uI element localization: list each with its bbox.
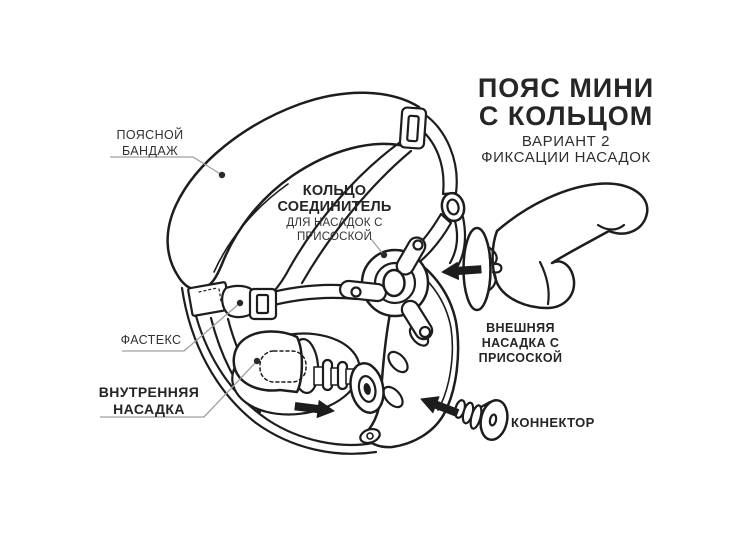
subtitle-line-1: ВАРИАНТ 2: [521, 132, 611, 150]
slider-buckle-icon: [398, 106, 428, 150]
label-connector: КОННЕКТОР: [511, 415, 595, 430]
label-belt-bandage: ПОЯСНОЙ БАНДАЖ: [116, 128, 184, 158]
subtitle-line-2: ФИКСАЦИИ НАСАДОК: [481, 149, 651, 167]
grommet-icon: [359, 427, 381, 445]
label-ring-connector-title: КОЛЬЦО СОЕДИНИТЕЛЬ: [277, 183, 392, 215]
direction-arrows: [294, 261, 482, 418]
arrow-right-insert-internal: [294, 400, 335, 418]
leader-lines: [100, 156, 388, 418]
label-ring-connector: КОЛЬЦО СОЕДИНИТЕЛЬ ДЛЯ НАСАДОК С ПРИСОСК…: [262, 183, 407, 244]
ring-connector-drawing: [338, 236, 434, 341]
connector-screw-drawing: [453, 399, 509, 441]
d-ring-icon: [440, 191, 466, 223]
fastex-buckle-drawing: [187, 281, 278, 321]
page-title: ПОЯС МИНИ С КОЛЬЦОМ ВАРИАНТ 2 ФИКСАЦИИ Н…: [432, 74, 700, 167]
socket-knob-icon: [349, 362, 385, 414]
label-fastex: ФАСТЕКС: [120, 333, 182, 347]
label-internal-attachment: ВНУТРЕННЯЯ НАСАДКА: [98, 384, 200, 417]
arrow-left-to-ring: [441, 261, 482, 280]
external-attachment-drawing: [462, 182, 649, 312]
title-line-2: С КОЛЬЦОМ: [478, 101, 654, 132]
label-external-attachment: ВНЕШНЯЯ НАСАДКА С ПРИСОСКОЙ: [478, 321, 563, 365]
title-line-1: ПОЯС МИНИ: [477, 73, 655, 103]
label-ring-connector-sub: ДЛЯ НАСАДОК С ПРИСОСКОЙ: [286, 217, 383, 243]
arrow-left-connector: [420, 396, 460, 417]
